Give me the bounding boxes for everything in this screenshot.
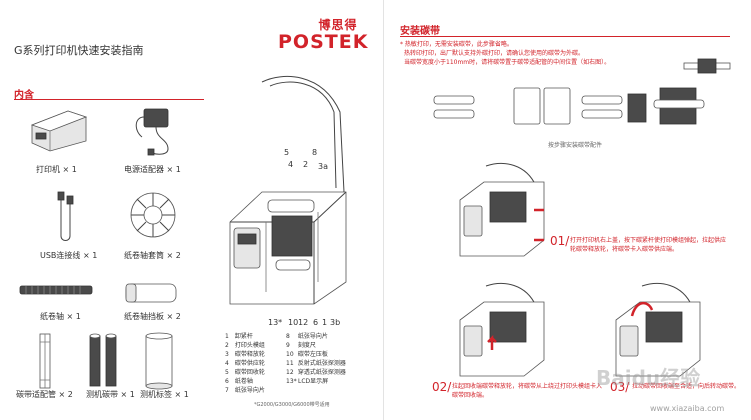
callout-bottom-6: 3b	[330, 318, 341, 327]
paper-roll-shaft-icon	[19, 285, 93, 295]
ribbon-adapter-tube-icon	[39, 333, 51, 389]
brand-cn: 博思得	[318, 18, 358, 32]
shaft-guard-icon	[125, 283, 177, 303]
legend-col-1: 1 卸紧杆 2 打印头模组 3 碳带释放轮 4 碳带供应轮 5 碳带回收轮 6 …	[225, 332, 265, 395]
step2-number: 02/	[432, 380, 452, 394]
brand-logo: 博思得 POSTEK	[278, 16, 369, 53]
callout-top-1: 5	[284, 148, 290, 157]
step1-text: 打开打印机右上盖，按下碳紧杆使打印模组弹起，拉起供应轮碳带释放轮，将碳带卡入碳带…	[570, 237, 727, 253]
legend-row: 9 刻度尺	[286, 342, 316, 349]
step2-illustration	[459, 283, 545, 377]
legend-row: 6 纸卷轴	[225, 378, 253, 385]
legend-row: 2 打印头模组	[225, 342, 265, 349]
note-line: 热转印打印，出厂默认支持外碳打印，请确认您使用的碳带为外碳。	[404, 50, 585, 57]
watermark-bottom: www.xiazaiba.com	[650, 404, 725, 413]
item-label-ribbon-tube: 碳带适配管 × 2	[16, 390, 73, 399]
section-heading: 安装碳带	[400, 26, 440, 37]
legend-row: 4 碳带供应轮	[225, 360, 265, 367]
item-label-shaft: 纸卷轴 × 1	[40, 312, 81, 321]
test-ribbon-icon	[89, 333, 117, 387]
step2-text: 拉起回收端碳带释放轮，将碳带从上绕过打印头模组卡入碳带回收端。	[452, 383, 603, 399]
watermark-top: Baidu经验	[596, 366, 701, 390]
step3-text: 拉动碳带回收端至合适，向后转动碳带。	[632, 383, 741, 390]
item-label-adapter: 电源适配器 × 1	[124, 165, 181, 174]
callout-top-4: 8	[312, 148, 318, 157]
printer-diagram	[229, 76, 347, 305]
item-label-guard: 纸卷轴挡板 × 2	[124, 312, 181, 321]
legend-row: 12 穿透式纸张探测器	[286, 369, 346, 376]
page-divider	[383, 0, 384, 420]
contents-underline	[14, 99, 204, 100]
footnote: *G2000/G3000/G6000带号适用	[254, 402, 330, 408]
printer-thumb-icon	[30, 110, 88, 152]
item-label-usb: USB连接线 × 1	[40, 251, 98, 260]
ribbon-parts-illustration	[433, 87, 705, 125]
power-adapter-icon	[135, 108, 169, 156]
item-label-core-sleeve: 纸卷轴套筒 × 2	[124, 251, 181, 260]
usb-cable-icon	[57, 191, 74, 241]
callout-bottom-1: 13*	[268, 318, 283, 327]
legend-col-2: 8 纸张导向片 9 刻度尺 10 碳带左压板 11 反射式纸张探测器 12 穿透…	[286, 332, 346, 386]
callout-top-3: 2	[303, 160, 309, 169]
step1-number: 01/	[550, 234, 570, 248]
item-label-test-ribbon: 测机碳带 × 1	[86, 390, 135, 399]
test-label-roll-icon	[145, 332, 173, 390]
paper-core-sleeve-icon	[130, 192, 176, 238]
legend-row: 10 碳带左压板	[286, 351, 328, 358]
legend-row: 7 纸张导向片	[225, 387, 265, 394]
ribbon-example-icon	[683, 58, 731, 74]
step3-illustration	[615, 283, 701, 377]
callout-top-2: 4	[288, 160, 294, 169]
legend-row: 5 碳带回收轮	[225, 369, 265, 376]
callout-bottom-3: 12	[298, 318, 309, 327]
doc-title: G系列打印机快速安装指南	[14, 44, 144, 57]
contents-heading: 内含	[14, 90, 34, 101]
section-underline	[400, 36, 730, 37]
callout-bottom-2: 10	[288, 318, 299, 327]
callout-top-5: 3a	[318, 162, 328, 171]
legend-row: 1 卸紧杆	[225, 333, 253, 340]
legend-row: 13*LCD显示屏	[286, 378, 329, 385]
step3-number: 03/	[610, 380, 630, 394]
legend-row: 11 反射式纸张探测器	[286, 360, 346, 367]
install-notes: * 热敏打印，无需安装碳带，此步骤省略。 热转印打印，出厂默认支持外碳打印，请确…	[400, 40, 610, 67]
item-label-printer: 打印机 × 1	[36, 165, 77, 174]
brand-en: POSTEK	[278, 31, 369, 53]
step1-illustration	[459, 163, 545, 257]
item-label-test-label: 测机标签 × 1	[140, 390, 189, 399]
note-line: 当碳带宽度小于110mm时，请将碳带置于碳带适配管的中间位置（如右图）。	[404, 59, 611, 66]
legend-row: 8 纸张导向片	[286, 333, 328, 340]
callout-bottom-4: 6	[313, 318, 319, 327]
parts-caption: 按步骤安装碳带配件	[548, 142, 603, 149]
legend-row: 3 碳带释放轮	[225, 351, 265, 358]
note-line: * 热敏打印，无需安装碳带，此步骤省略。	[400, 41, 513, 48]
callout-bottom-5: 1	[322, 318, 328, 327]
